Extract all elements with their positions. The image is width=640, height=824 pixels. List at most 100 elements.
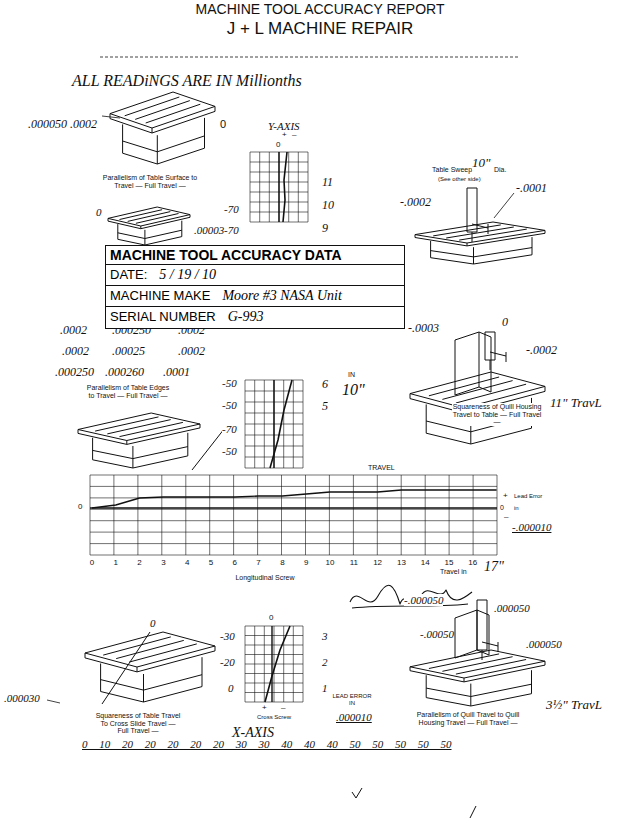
test-caption: Cross Screw [249,714,299,721]
indicator-spindle [467,188,488,242]
leader-line [47,700,60,703]
axis-number: 9 [297,559,315,568]
test-caption: Parallelism of Table Surface to Travel —… [103,174,198,189]
printed-label: (See other side) [438,176,481,183]
handwritten-reading: 9 [322,222,328,235]
axis-number: 2 [131,559,149,568]
field-name: MACHINE MAKE [106,288,214,305]
printed-label: + [282,131,287,140]
handwritten-reading: ALL READiNGS ARE IN Millionths [72,72,302,90]
machine-base [118,221,182,245]
printed-label: Travel in [440,568,467,576]
squareness-line [102,632,150,704]
handwritten-reading: 10 [322,199,334,212]
printed-label: Dia. [494,166,506,174]
handwritten-reading: .000050 [494,602,530,614]
printed-label: 0 [78,503,82,512]
pen-mark [470,806,476,818]
test-caption: Longitudinal Screw [215,574,315,582]
field-value: Moore #3 NASA Unit [214,287,343,305]
handwritten-reading: 11 [322,176,333,189]
axis-number: 15 [440,559,458,568]
handwritten-reading: -.000050 [404,594,443,606]
axis-number: 13 [392,559,410,568]
test-caption: Squareness of Table Travel To Cross Slid… [96,712,181,735]
handwritten-reading: 11" TravL [550,396,602,410]
handwritten-reading: .0001 [163,366,190,379]
handwritten-reading: 17" [484,559,504,574]
printed-label: 0 [220,118,226,130]
handwritten-reading: .0002 [60,324,87,337]
printed-label: TRAVEL [368,464,395,472]
handwritten-reading: .000250 [55,366,94,379]
axis-number: 10 [321,559,339,568]
printed-label: 0 [276,141,280,150]
printed-label: Table Sweep [432,166,472,174]
data-row: MACHINE MAKEMoore #3 NASA Unit [106,285,404,306]
test-caption: Parallelism of Quill Travel to Quill Hou… [416,711,521,726]
plot-line [265,626,290,702]
machine-base [93,433,188,468]
plot-line [270,380,292,468]
axis-number: 12 [369,559,387,568]
axis-number: 14 [416,559,434,568]
printed-label: – [281,704,285,713]
field-value: G-993 [220,308,266,326]
data-row: SERIAL NUMBERG-993 [106,306,404,327]
printed-label: IN [348,371,355,379]
handwritten-reading: 3½" TravL [546,698,602,712]
handwritten-reading: 3 [322,630,328,642]
handwritten-reading: .000030 [4,692,40,704]
machine-base [101,657,202,702]
printed-label: – [504,513,508,522]
handwritten-reading: -20 [220,656,235,668]
printed-label: 0 [500,504,504,512]
chart-grid [245,380,303,468]
machine-table [108,207,190,229]
machine-base [431,237,532,264]
handwritten-reading: -70 [224,224,239,236]
test-caption: Parallelism of Table Edges to Travel — F… [86,384,171,399]
handwritten-reading: 10" [342,381,365,399]
handwritten-reading: 0 10 20 20 20 20 20 30 30 40 40 40 50 50… [82,738,452,750]
handwritten-reading: -.00050 [420,628,454,640]
axis-number: 11 [345,559,363,568]
field-value: 5 / 19 / 10 [151,266,218,284]
zero-line [271,626,272,702]
axis-number: 6 [226,559,244,568]
quill-housing [455,610,489,658]
axis-number: 16 [464,559,482,568]
leader-line [494,193,514,218]
plot-line [283,152,287,222]
handwritten-reading: -.0002 [526,344,557,357]
handwritten-reading: 5 [322,400,328,413]
handwritten-reading: -50 [222,377,237,389]
handwritten-reading: -.0002 [400,196,431,209]
handwritten-reading: -.0003 [408,322,439,335]
zero-line [278,152,279,222]
handwritten-reading: -50 [222,399,237,411]
data-row: DATE:5 / 19 / 10 [106,264,404,285]
signature [350,585,472,608]
handwritten-reading: .000010 [336,711,372,723]
handwritten-reading: 10" [472,156,490,170]
handwritten-reading: -50 [222,445,237,457]
test-caption: Squareness of Quill Housing Travel to Ta… [452,403,542,426]
plot-line [92,490,497,508]
handwritten-reading: .00003 [194,224,224,236]
axis-number: 1 [107,559,125,568]
chart-grid [250,152,308,222]
handwritten-reading: 2 [322,656,328,668]
leader-line [102,116,120,118]
zero-line [90,507,497,508]
machine-table [78,413,200,444]
handwritten-reading: -.000010 [512,521,551,533]
handwritten-reading: 0 [150,617,156,629]
quill-housing [455,332,491,395]
handwritten-reading: 0 [228,682,234,694]
axis-number: 7 [250,559,268,568]
machine-table [110,92,215,133]
handwritten-reading: .00025 [112,345,145,358]
field-name: SERIAL NUMBER [106,309,220,326]
axis-number: 8 [273,559,291,568]
